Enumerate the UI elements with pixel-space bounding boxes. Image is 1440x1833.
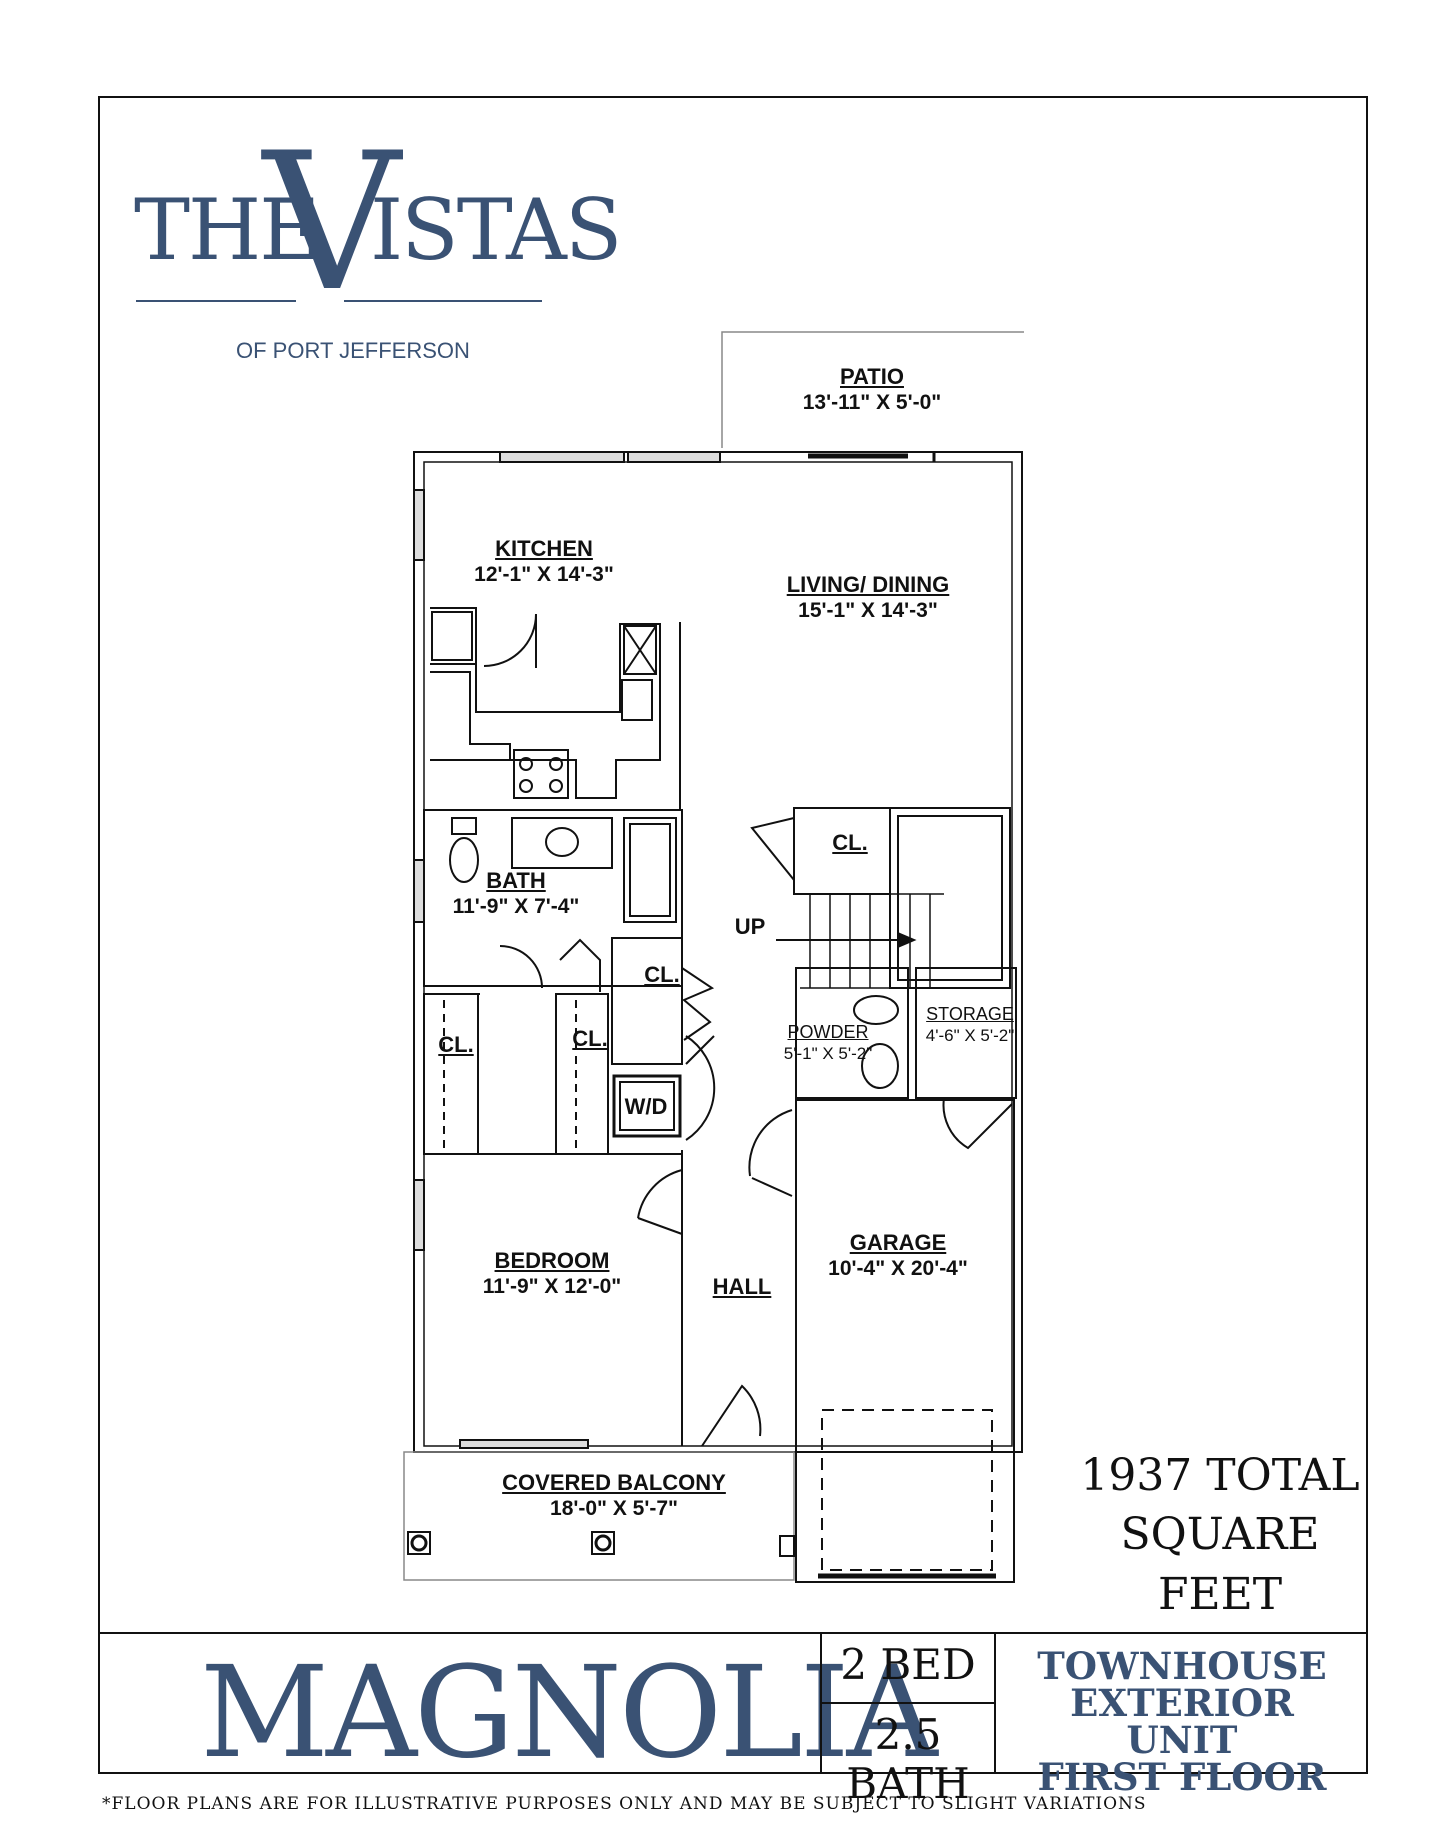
room-living-name: LIVING/ DINING [786,572,950,597]
sqft-line1: 1937 TOTAL [1080,1450,1360,1501]
room-garage-dims: 10'-4" X 20'-4" [828,1257,968,1281]
room-powder: POWDER 5'-1" X 5'-2" [784,1022,873,1064]
room-living-dining: LIVING/ DINING 15'-1" X 14'-3" [787,572,950,624]
sqft-line2: SQUARE FEET [1120,1509,1320,1620]
room-covered-balcony: COVERED BALCONY 18'-0" X 5'-7" [502,1470,726,1522]
unit-type-line1: TOWNHOUSE [1037,1644,1327,1688]
room-patio-name: PATIO [840,364,904,389]
laundry-wd-label: W/D [624,1094,668,1119]
room-bedroom-name: BEDROOM [494,1248,610,1273]
title-band [98,1632,1368,1774]
room-bedroom: BEDROOM 11'-9" X 12'-0" [483,1248,621,1300]
closet-left-label: CL. [438,1032,474,1057]
room-bedroom-dims: 11'-9" X 12'-0" [482,1275,622,1299]
logo-the: THE [134,181,321,279]
room-closet-center: CL. [572,1026,607,1052]
room-patio: PATIO 13'-11" X 5'-0" [803,364,941,416]
room-garage: GARAGE 10'-4" X 20'-4" [828,1230,968,1282]
room-garage-name: GARAGE [849,1230,947,1255]
room-closet-left: CL. [438,1032,473,1058]
bed-bath-box: 2 BED 2.5 BATH [820,1632,996,1808]
room-kitchen: KITCHEN 12'-1" X 14'-3" [474,536,614,588]
room-bath-name: BATH [486,868,546,893]
room-hall: HALL [713,1274,772,1300]
stair-up-label: UP [734,914,766,939]
room-powder-dims: 5'-1" X 5'-2" [783,1043,873,1063]
logo-rule-right [344,300,542,302]
room-living-dims: 15'-1" X 14'-3" [798,599,938,623]
room-bath-dims: 11'-9" X 7'-4" [452,895,580,919]
unit-type: TOWNHOUSE EXTERIOR UNIT FIRST FLOOR [1012,1648,1352,1796]
laundry-wd: W/D [625,1094,668,1120]
room-balcony-name: COVERED BALCONY [502,1470,726,1495]
room-powder-name: POWDER [787,1022,869,1042]
room-closet-top: CL. [832,830,867,856]
room-kitchen-dims: 12'-1" X 14'-3" [474,563,614,587]
beds-count: 2 BED [840,1640,976,1689]
closet-center-label: CL. [572,1026,608,1051]
room-storage-dims: 4'-6" X 5'-2" [925,1025,1015,1045]
plan-name: MAGNOLIA [200,1639,938,1786]
room-kitchen-name: KITCHEN [495,536,593,561]
unit-type-line2: EXTERIOR UNIT [1070,1681,1294,1762]
logo-subtitle: OF PORT JEFFERSON [236,338,470,363]
closet-top-label: CL. [832,830,868,855]
closet-mid-label: CL. [644,962,680,987]
total-square-feet: 1937 TOTAL SQUARE FEET [1080,1446,1360,1624]
logo-v: V [263,112,401,333]
room-hall-name: HALL [712,1274,772,1299]
bed-bath-divider [822,1702,994,1704]
baths-count: 2.5 BATH [846,1710,970,1808]
room-balcony-dims: 18'-0" X 5'-7" [550,1497,678,1521]
room-patio-dims: 13'-11" X 5'-0" [802,391,942,415]
logo-rule-left [136,300,296,302]
room-bath: BATH 11'-9" X 7'-4" [453,868,580,920]
room-closet-mid: CL. [644,962,679,988]
room-storage-name: STORAGE [926,1004,1014,1024]
stair-up: UP [735,914,766,940]
room-storage: STORAGE 4'-6" X 5'-2" [926,1004,1015,1046]
logo-istas: ISTAS [370,181,622,279]
unit-type-line3: FIRST FLOOR [1037,1755,1327,1799]
disclaimer: *FLOOR PLANS ARE FOR ILLUSTRATIVE PURPOS… [102,1794,1147,1814]
page-frame [98,96,1368,1774]
